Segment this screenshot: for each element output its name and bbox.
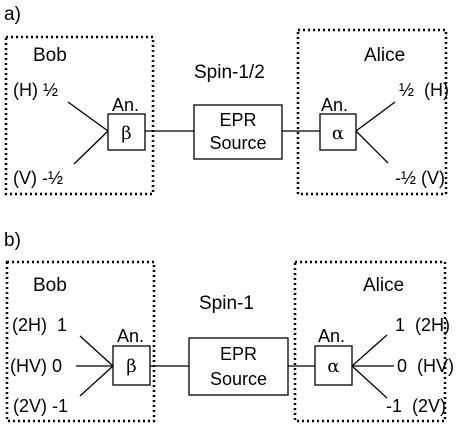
alice-title-b: Alice	[363, 275, 404, 296]
bob-title-a: Bob	[33, 45, 67, 66]
panel-b: b) Bob Alice Spin-1 (2H) 1 (HV) 0 (2V) -…	[4, 230, 454, 423]
alpha-symbol-b: α	[327, 356, 339, 377]
bob-analyzer-label-b: An.	[117, 326, 144, 346]
panel-b-label: b)	[4, 230, 21, 251]
alice-output-top-a: ½ (H)	[399, 80, 449, 100]
panel-a: a) Bob Alice Spin-1/2 (H) ½ (V) -½ An. β…	[4, 4, 449, 196]
panel-a-label: a)	[4, 4, 21, 25]
alice-ray-top-a	[355, 101, 396, 132]
bob-output-bottom-b: (2V) -1	[13, 396, 68, 416]
bob-analyzer-label-a: An.	[112, 95, 139, 115]
epr-source-box-a	[193, 104, 283, 160]
bob-title-b: Bob	[33, 275, 67, 296]
beta-symbol-a: β	[121, 123, 131, 144]
alice-ray-bottom-b	[351, 365, 388, 399]
bob-ray-bottom-a	[73, 130, 109, 165]
bob-analyzer-box-a	[107, 113, 146, 151]
alice-analyzer-box-b	[314, 345, 353, 386]
epr-source-line2-b: Source	[210, 369, 267, 389]
epr-source-box-b	[188, 337, 289, 396]
bob-ray-top-a	[67, 101, 109, 132]
alice-analyzer-box-a	[319, 113, 357, 151]
alice-output-mid-b: 0 (HV)	[397, 356, 454, 376]
alice-region-a	[296, 28, 448, 196]
epr-source-line1-a: EPR	[219, 110, 256, 130]
alice-title-a: Alice	[364, 45, 405, 66]
alice-output-bottom-a: -½ (V)	[395, 168, 445, 188]
epr-source-line1-b: EPR	[220, 344, 257, 364]
bob-region-a	[4, 35, 155, 196]
alice-region-b	[293, 260, 447, 423]
bob-output-bottom-a: (V) -½	[13, 168, 63, 188]
beta-symbol-b: β	[126, 356, 136, 377]
bob-ray-bottom-b	[79, 365, 114, 397]
alice-ray-bottom-a	[355, 130, 389, 164]
bob-output-mid-b: (HV) 0	[10, 356, 62, 376]
bob-output-top-b: (2H) 1	[12, 315, 67, 335]
alpha-symbol-a: α	[332, 123, 344, 144]
spin-label-a: Spin-1/2	[194, 62, 265, 83]
alice-ray-top-b	[351, 334, 388, 367]
alice-output-top-b: 1 (2H)	[395, 315, 450, 335]
alice-analyzer-label-a: An.	[321, 95, 348, 115]
alice-output-bottom-b: -1 (2V)	[386, 396, 446, 416]
spin-label-b: Spin-1	[199, 293, 254, 314]
bob-ray-top-b	[79, 335, 114, 367]
bob-output-top-a: (H) ½	[13, 80, 58, 100]
epr-source-line2-a: Source	[209, 133, 266, 153]
alice-analyzer-label-b: An.	[318, 326, 345, 346]
bob-region-b	[5, 260, 156, 423]
